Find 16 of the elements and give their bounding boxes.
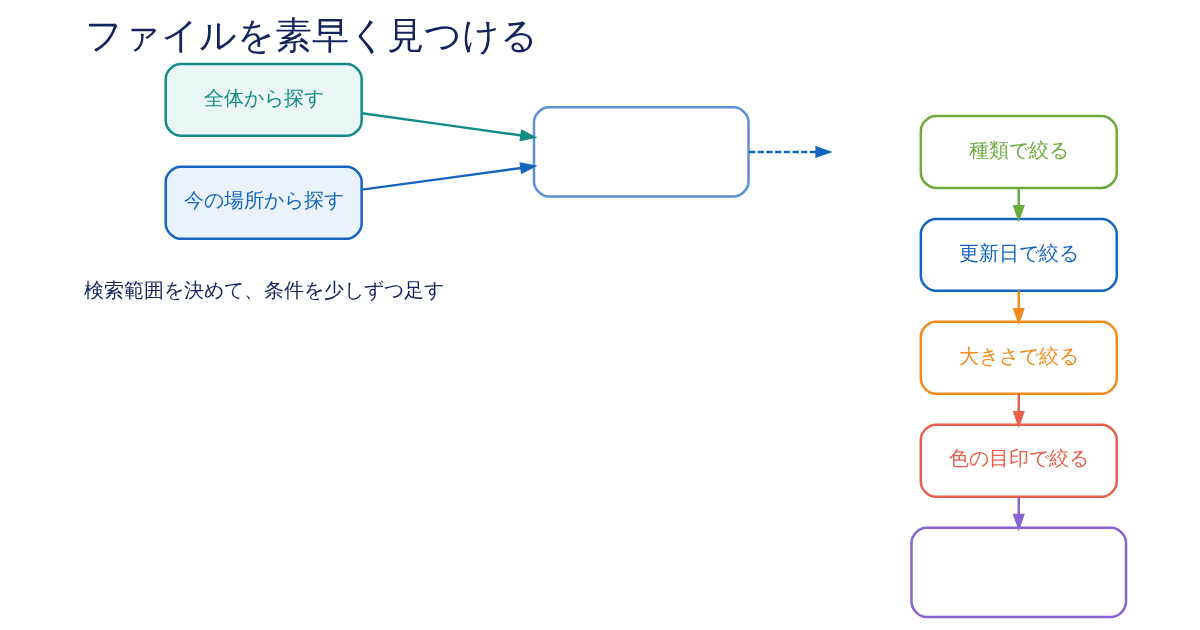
node-box <box>532 106 750 198</box>
arrow <box>1012 187 1025 223</box>
label: 検索範囲を決めて、条件を少しずつ足す <box>83 278 444 302</box>
node-box: 全体から探す <box>164 62 363 138</box>
diagram-title: ファイルを素早く見つける <box>84 12 538 57</box>
node-box: 今の場所から探す <box>164 165 363 240</box>
node-box: 種類で絞る <box>919 114 1118 190</box>
node-box: 大きさで絞る <box>919 320 1118 395</box>
arrow <box>361 112 538 142</box>
arrow <box>361 162 538 191</box>
node-box: 色の目印で絞る <box>919 423 1118 498</box>
node-box: 更新日で絞る <box>919 217 1118 293</box>
node-box <box>910 526 1128 619</box>
arrow <box>1012 290 1025 326</box>
arrow <box>748 145 833 159</box>
arrow <box>1012 393 1025 429</box>
